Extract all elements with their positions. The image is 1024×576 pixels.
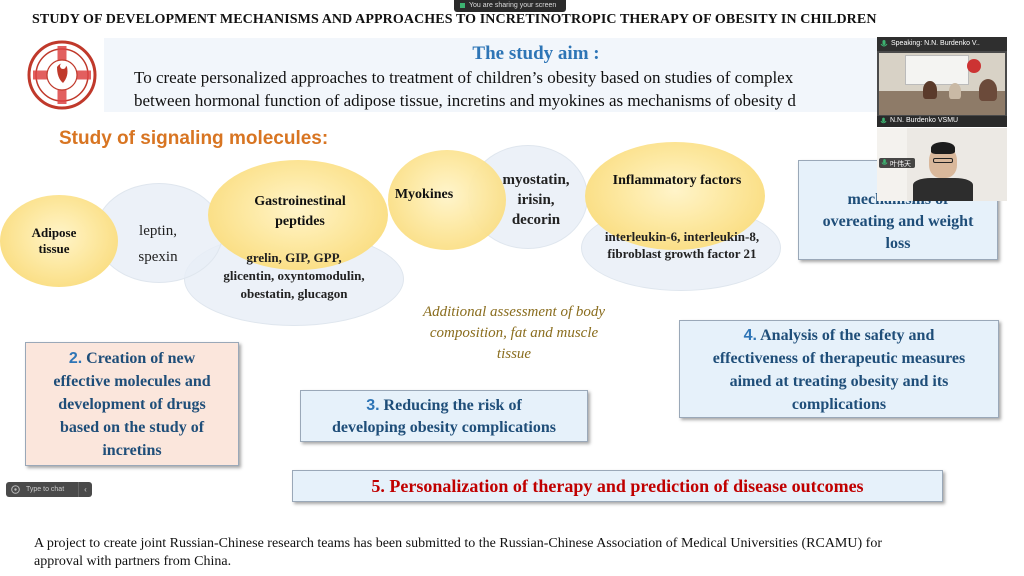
myokine-detail-label: myostatin, irisin, decorin xyxy=(488,170,584,230)
video-tile-1[interactable]: Speaking: N.N. Burdenko V.. N.N. Burdenk… xyxy=(877,37,1007,127)
box-5-text: Personalization of therapy and predictio… xyxy=(389,476,864,496)
additional-assessment: Additional assessment of body compositio… xyxy=(404,302,624,365)
gastro-label: Gastroinestinal peptides xyxy=(230,192,370,232)
box-3-number: 3. xyxy=(366,397,380,414)
myokine-detail-line: irisin, xyxy=(517,192,555,208)
microphone-icon xyxy=(881,159,888,165)
signaling-heading: Study of signaling molecules: xyxy=(59,128,329,149)
participant-glasses xyxy=(933,158,953,163)
share-indicator-icon xyxy=(460,2,465,8)
participant xyxy=(949,83,961,99)
box-5-number: 5. xyxy=(371,476,385,496)
video-1-name: N.N. Burdenko VSMU xyxy=(890,117,959,124)
box-2-text: Creation of new xyxy=(86,350,196,367)
room-screen xyxy=(905,55,969,85)
box-4-line: complications xyxy=(791,396,887,413)
inflam-bubble xyxy=(585,142,765,250)
box-3-reducing-risk: 3. Reducing the risk of developing obesi… xyxy=(300,390,588,442)
gastro-detail-label: grelin, GIP, GPP, glicentin, oxyntomodul… xyxy=(194,249,394,303)
leptin-label: leptin, spexin xyxy=(118,218,198,270)
box-3-line: developing obesity complications xyxy=(331,419,556,436)
box-2-line: incretins xyxy=(102,442,162,459)
additional-line: composition, fat and muscle xyxy=(429,325,599,341)
microphone-icon xyxy=(880,117,887,124)
video-2-name: 叶伟天 xyxy=(890,161,911,168)
box-4-text: Analysis of the safety and xyxy=(760,327,935,344)
university-seal-icon xyxy=(27,40,97,110)
inflam-detail-line: fibroblast growth factor 21 xyxy=(607,246,757,261)
footer-note: A project to create joint Russian-Chines… xyxy=(34,535,984,571)
box-4-line: effectiveness of therapeutic measures xyxy=(712,350,966,367)
box-4-line: aimed at treating obesity and its xyxy=(729,373,949,390)
participant-body xyxy=(913,178,973,201)
box-1-line: overeating and weight xyxy=(822,213,974,230)
share-banner-text: You are sharing your screen xyxy=(469,2,557,9)
study-aim-panel xyxy=(104,38,880,112)
speaking-label: Speaking: N.N. Burdenko V.. xyxy=(891,40,980,47)
box-5-personalization: 5. Personalization of therapy and predic… xyxy=(292,470,943,502)
study-aim-title: The study aim : xyxy=(472,43,600,64)
box-2-line: development of drugs xyxy=(58,396,206,413)
box-2-line: 2. Creation of new xyxy=(26,347,238,370)
gastro-bubble xyxy=(208,160,388,270)
room-emblem xyxy=(967,59,981,73)
box-3-line: 3. Reducing the risk of xyxy=(301,395,587,417)
adipose-label-line: Adipose xyxy=(31,225,77,240)
screen-share-banner[interactable]: You are sharing your screen xyxy=(454,0,566,12)
additional-line: Additional assessment of body xyxy=(422,304,606,320)
adipose-label-line: tissue xyxy=(38,241,70,256)
inflam-detail-label: interleukin-6, interleukin-8, fibroblast… xyxy=(584,228,780,262)
gastro-detail-line: glicentin, oxyntomodulin, xyxy=(223,268,365,283)
video-name-bar xyxy=(877,116,1007,127)
study-aim-text: To create personalized approaches to tre… xyxy=(134,66,874,112)
chevron-left-icon[interactable]: ‹ xyxy=(78,482,92,497)
box-2-number: 2. xyxy=(68,350,83,367)
study-aim-line: To create personalized approaches to tre… xyxy=(134,68,794,87)
video-name-bar xyxy=(879,158,915,168)
myokine-detail-line: myostatin, xyxy=(502,172,570,188)
myokines-label: Myokines xyxy=(394,187,454,202)
speaking-bar xyxy=(877,37,1007,51)
microphone-icon xyxy=(880,40,888,47)
box-2-line: based on the study of xyxy=(59,419,205,436)
participant-face xyxy=(929,142,957,178)
gastro-label-line: Gastroinestinal xyxy=(254,194,346,209)
box-4-line: 4. Analysis of the safety and xyxy=(680,324,998,347)
study-aim-line: between hormonal function of adipose tis… xyxy=(134,91,796,110)
gastro-label-line: peptides xyxy=(275,214,325,229)
inflam-label: Inflammatory factors xyxy=(612,173,742,188)
adipose-label: Adipose tissue xyxy=(4,225,104,257)
box-4-analysis: 4. Analysis of the safety and effectiven… xyxy=(679,320,999,418)
university-logo xyxy=(27,40,97,110)
box-2-creation: 2. Creation of new effective molecules a… xyxy=(25,342,239,466)
video-feed-room xyxy=(879,53,1005,115)
footer-line: A project to create joint Russian-Chines… xyxy=(34,536,882,551)
chat-icon xyxy=(11,485,20,494)
footer-line: approval with partners from China. xyxy=(34,554,232,569)
inflam-detail-line: interleukin-6, interleukin-8, xyxy=(604,229,760,244)
box-4-number: 4. xyxy=(743,327,757,344)
box-3-text: Reducing the risk of xyxy=(383,397,522,414)
adipose-bubble xyxy=(0,195,118,287)
participant xyxy=(979,79,997,101)
leptin-label-line: leptin, xyxy=(139,223,177,239)
leptin-label-line: spexin xyxy=(138,249,178,265)
participant xyxy=(923,81,937,99)
chat-placeholder: Type to chat xyxy=(26,486,65,493)
box-2-line: effective molecules and xyxy=(53,373,211,390)
myokine-detail-line: decorin xyxy=(511,212,561,228)
box-1-line: loss xyxy=(885,235,911,252)
gastro-detail-line: grelin, GIP, GPP, xyxy=(246,250,342,265)
participant-hair xyxy=(931,142,955,154)
myokines-bubble xyxy=(388,150,506,250)
additional-line: tissue xyxy=(496,346,532,362)
chat-input[interactable]: Type to chat ‹ xyxy=(6,482,92,497)
gastro-detail-line: obestatin, glucagon xyxy=(240,286,348,301)
slide-title: STUDY OF DEVELOPMENT MECHANISMS AND APPR… xyxy=(32,12,877,27)
video-tile-2[interactable]: 叶伟天 xyxy=(877,128,1007,201)
